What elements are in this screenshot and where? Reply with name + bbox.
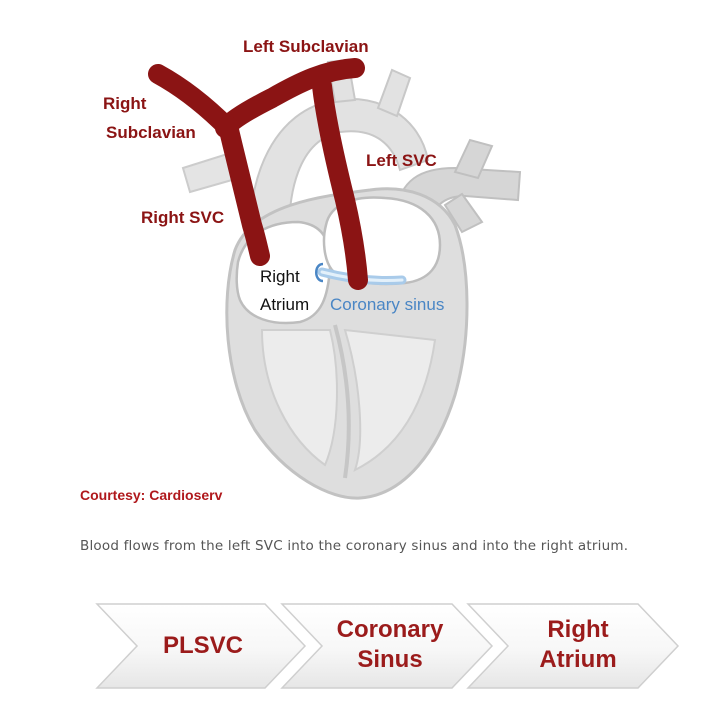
ventricle-right	[343, 328, 437, 472]
right-subclavian-vein	[148, 64, 238, 138]
septum	[333, 324, 351, 479]
label-coronary-sinus: Coronary sinus	[330, 295, 444, 314]
label-right-svc: Right SVC	[141, 208, 224, 227]
flow-step-2-line2: Sinus	[357, 646, 422, 673]
flow-step-2-line1: Coronary	[337, 616, 444, 643]
coronary-sinus-ostium	[315, 262, 324, 283]
flow-step-3-line2: Atrium	[539, 646, 616, 673]
label-right-subclavian-line2: Subclavian	[106, 123, 196, 142]
right-svc-vein	[218, 116, 270, 266]
flow-step-1-line1: PLSVC	[163, 632, 243, 659]
flow-step-2-shape	[280, 603, 494, 689]
flow-sequence: PLSVC Coronary Sinus Right Atrium	[95, 603, 680, 689]
caption-text: Blood flows from the left SVC into the c…	[80, 538, 628, 554]
label-right-atrium-line1: Right	[260, 267, 300, 286]
heart-illustration	[181, 58, 522, 500]
label-right-subclavian-line1: Right	[103, 94, 147, 113]
flow-step-3-line1: Right	[547, 616, 608, 643]
label-right-atrium-line2: Atrium	[260, 295, 309, 314]
ventricle-left	[260, 329, 338, 467]
label-left-subclavian: Left Subclavian	[243, 37, 369, 56]
flow-step-3-shape	[466, 603, 680, 689]
flow-step-1-shape	[95, 603, 307, 689]
arch-branch-2	[376, 68, 412, 118]
pulmonary-branch	[453, 138, 494, 180]
venous-system	[148, 58, 368, 290]
pulmonary-branch-lower	[443, 192, 484, 234]
label-left-svc: Left SVC	[366, 151, 437, 170]
aortic-arch	[248, 97, 430, 256]
courtesy-text: Courtesy: Cardioserv	[80, 487, 223, 503]
left-svc-vein	[312, 76, 368, 290]
